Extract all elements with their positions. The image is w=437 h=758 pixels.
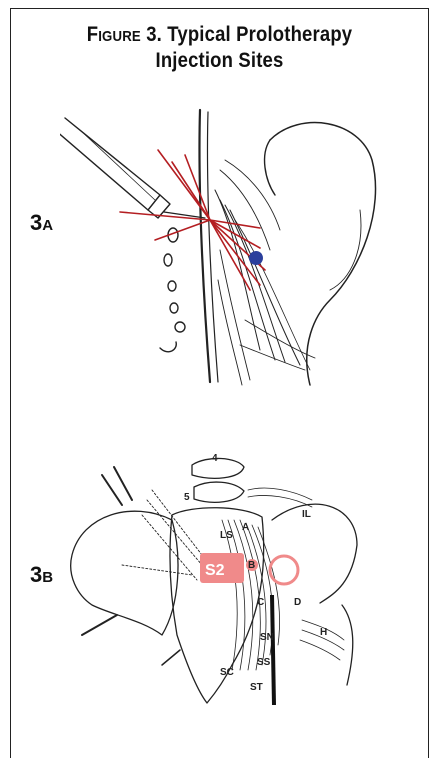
syringe-barrel xyxy=(60,118,160,210)
label-st: ST xyxy=(250,682,263,693)
label-il: IL xyxy=(302,509,311,520)
label-ss: SS xyxy=(257,657,271,668)
vertebra-l4 xyxy=(192,458,244,478)
figure-title-line2: Injection Sites xyxy=(35,48,404,74)
vertebra-l5 xyxy=(194,482,244,502)
panel-label-3a: 3A xyxy=(30,210,53,236)
label-sc: SC xyxy=(220,667,234,678)
label-l4: 4 xyxy=(212,453,218,464)
left-ilium xyxy=(71,511,178,635)
iliac-wing xyxy=(270,123,376,385)
pelvis-illustration-3b: 4 5 IL LS A B C D H SN SS ST SC S2 xyxy=(62,445,362,705)
label-d: D xyxy=(294,597,301,608)
injection-site-dot xyxy=(249,251,263,265)
label-s2: S2 xyxy=(205,562,225,579)
label-sn: SN xyxy=(260,632,274,643)
figure-title-line1: 3. Typical Prolotherapy xyxy=(141,23,352,46)
label-h: H xyxy=(320,627,327,638)
right-ilium xyxy=(272,504,357,603)
label-ls: LS xyxy=(220,530,233,541)
figure-title: Figure 3. Typical Prolotherapy Injection… xyxy=(35,22,404,74)
needle-trajectories xyxy=(120,150,265,290)
injection-illustration-3a xyxy=(60,100,400,390)
sacral-crest xyxy=(199,110,210,382)
label-c: C xyxy=(257,597,264,608)
panel-label-3b: 3B xyxy=(30,562,53,588)
sciatic-line xyxy=(272,595,274,705)
sacrum xyxy=(170,508,264,703)
injection-target-ring xyxy=(270,556,298,584)
figure-title-prefix: Figure xyxy=(87,23,141,46)
label-l5: 5 xyxy=(184,492,190,503)
label-b: B xyxy=(248,560,255,571)
label-a: A xyxy=(242,522,249,533)
